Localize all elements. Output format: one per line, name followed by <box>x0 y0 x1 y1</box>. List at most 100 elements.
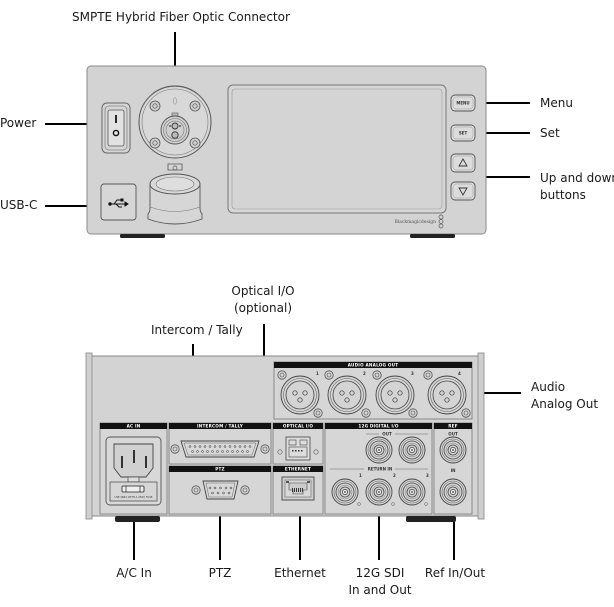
label-ptz: PTZ <box>215 467 225 472</box>
rear-rail-left <box>85 352 93 520</box>
db25-pin <box>198 445 202 448</box>
callout-updown-line2: buttons <box>540 188 586 202</box>
callout-smpte-connector: SMPTE Hybrid Fiber Optic Connector <box>72 10 290 24</box>
usb-icon <box>108 198 129 208</box>
down-button[interactable] <box>450 181 476 201</box>
db25-pin <box>203 445 207 448</box>
xlr-channel-4: 4 <box>458 371 461 376</box>
bnc-ref-in[interactable] <box>439 478 467 506</box>
usbc-port[interactable] <box>100 183 137 221</box>
menu-button-label: MENU <box>456 101 469 106</box>
callout-ref-in-out: Ref In/Out <box>424 566 486 580</box>
fuse-icon <box>121 485 145 493</box>
optical-io-port[interactable] <box>277 436 319 461</box>
bnc-return-in-3[interactable] <box>398 478 426 506</box>
callout-optical-io: Optical I/O (optional) <box>230 283 296 317</box>
label-audio-analog-out: AUDIO ANALOG OUT <box>348 363 399 368</box>
db25-intercom-connector[interactable] <box>170 440 270 458</box>
callout-updown-line1: Up and down <box>540 171 614 185</box>
db25-pin <box>236 450 239 453</box>
db25-pin <box>193 445 197 448</box>
xlr-output-2[interactable] <box>327 375 367 415</box>
callout-updown: Up and down buttons <box>540 170 614 204</box>
callout-12g-sdi: 12G SDI In and Out <box>340 565 420 599</box>
up-button[interactable] <box>450 153 476 173</box>
rear-foot-left <box>115 516 160 522</box>
callout-sdi-line1: 12G SDI <box>355 566 405 580</box>
callout-ac-in: A/C In <box>116 566 152 580</box>
db25-pin <box>221 450 224 453</box>
callout-optical-line2: (optional) <box>234 301 292 315</box>
db25-pin <box>226 450 229 453</box>
db9-ptz-connector[interactable] <box>191 480 250 500</box>
db25-pin <box>206 450 209 453</box>
xlr-connectors: 1 2 3 4 <box>277 370 471 418</box>
db25-pin <box>248 445 252 448</box>
brand-logo-text: Blackmagicdesign <box>394 219 436 225</box>
label-sdi-return-in: RETURN IN <box>368 467 392 472</box>
db25-pin <box>188 445 192 448</box>
arrow-down-icon <box>458 187 468 196</box>
db25-pin <box>213 445 217 448</box>
callout-ethernet: Ethernet <box>274 566 326 580</box>
bnc-ref-out[interactable] <box>439 436 467 464</box>
smpte-dust-cap <box>147 163 203 225</box>
smpte-fiber-connector[interactable] <box>138 85 212 159</box>
set-button-label: SET <box>459 131 468 136</box>
front-foot-right <box>410 234 455 238</box>
xlr-output-4[interactable] <box>427 375 467 415</box>
bnc-return-in-2[interactable] <box>365 478 393 506</box>
bnc-indicator-dots <box>357 502 428 506</box>
callout-optical-line1: Optical I/O <box>231 284 295 298</box>
db25-pin <box>238 445 242 448</box>
callout-ptz: PTZ <box>208 566 232 580</box>
callout-set: Set <box>540 126 560 140</box>
db25-pin <box>208 445 212 448</box>
db25-pin <box>228 445 232 448</box>
return-in-channel-2: 2 <box>393 473 396 478</box>
db25-pin <box>233 445 237 448</box>
front-foot-left <box>120 234 165 238</box>
db25-pin <box>218 445 222 448</box>
label-ref: REF <box>448 424 458 429</box>
callout-power: Power <box>0 116 37 130</box>
label-12g-digital-io: 12G DIGITAL I/O <box>358 424 399 429</box>
db25-pin <box>223 445 227 448</box>
xlr-output-1[interactable] <box>280 375 320 415</box>
lcd-screen <box>227 84 447 214</box>
rear-panel-diagram: AUDIO ANALOG OUT 1 2 3 4 AC IN <box>85 324 521 560</box>
xlr-channel-3: 3 <box>411 371 414 376</box>
callout-usbc: USB-C <box>0 198 38 212</box>
menu-button[interactable]: MENU <box>450 94 476 112</box>
set-button[interactable]: SET <box>450 124 476 142</box>
callout-intercom-tally: Intercom / Tally <box>151 323 243 337</box>
return-in-channel-3: 3 <box>426 473 429 478</box>
bnc-sdi-out-1[interactable] <box>365 436 393 464</box>
iec-power-inlet[interactable]: USE ONLY WITH A 250V FUSE <box>105 436 162 506</box>
xlr-output-3[interactable] <box>375 375 415 415</box>
db25-pin <box>241 450 244 453</box>
ethernet-rj45-port[interactable] <box>281 476 315 501</box>
callout-audio-line1: Audio <box>531 380 566 394</box>
db25-pin <box>231 450 234 453</box>
db25-pin <box>196 450 199 453</box>
front-panel-diagram: MENU SET Blackmagicdesign <box>45 32 530 238</box>
label-ref-out: OUT <box>448 432 458 437</box>
db25-pin <box>201 450 204 453</box>
brand-logo-icon <box>438 214 444 229</box>
db25-pin <box>243 445 247 448</box>
label-sdi-out: OUT <box>382 432 392 437</box>
callout-menu: Menu <box>540 96 573 110</box>
label-optical-io: OPTICAL I/O <box>283 424 314 429</box>
callout-audio-analog-out: Audio Analog Out <box>531 379 598 413</box>
db25-pin <box>246 450 249 453</box>
label-ac-in: AC IN <box>127 424 141 429</box>
callout-audio-line2: Analog Out <box>531 397 599 411</box>
label-ethernet: ETHERNET <box>285 467 311 472</box>
db25-pin <box>216 450 219 453</box>
db25-pin <box>191 450 194 453</box>
power-switch[interactable] <box>101 102 131 154</box>
bnc-sdi-out-2[interactable] <box>398 436 426 464</box>
label-ref-in: IN <box>451 468 456 473</box>
bnc-return-in-1[interactable] <box>331 478 359 506</box>
